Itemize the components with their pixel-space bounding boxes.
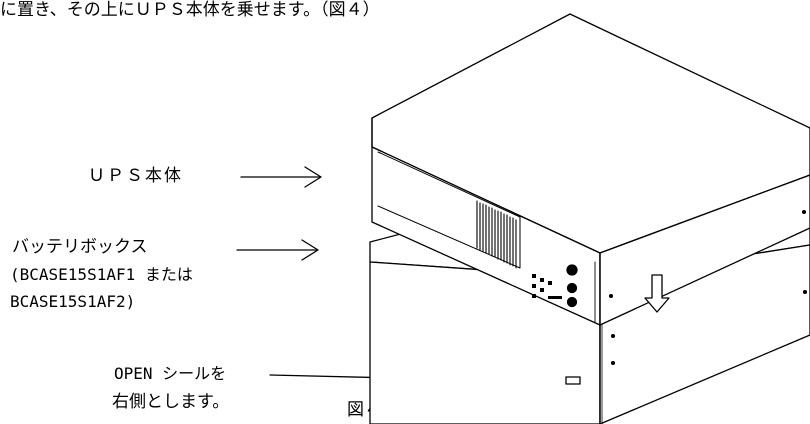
open-seal-label-line2: 右側とします。 [112, 392, 230, 412]
panel-button [566, 296, 578, 308]
ups-body-label: ＵＰＳ本体 [88, 166, 183, 186]
screw [608, 293, 614, 299]
open-seal-label-line1: OPEN シールを [114, 364, 227, 383]
ups-body [371, 13, 810, 326]
ups-vent-grille [476, 200, 517, 269]
screw [610, 360, 616, 366]
battery-box-label: バッテリボックス [12, 237, 148, 257]
instruction-text: に置き、その上にＵＰＳ本体を乗せます。（図４） [0, 0, 380, 20]
battery-box-model-line1: (BCASE15S1AF1 または [10, 265, 193, 284]
screw [610, 333, 616, 339]
down-arrow [644, 274, 670, 313]
power-button [566, 264, 578, 276]
ups-control-panel [532, 264, 578, 308]
screw [801, 209, 807, 215]
open-seal [565, 376, 581, 385]
battery-box-arrow [236, 239, 319, 261]
panel-button [566, 282, 578, 294]
screw [802, 289, 808, 295]
battery-box-model-line2: BCASE15S1AF2) [10, 292, 136, 311]
ups-body-arrow [240, 166, 322, 188]
